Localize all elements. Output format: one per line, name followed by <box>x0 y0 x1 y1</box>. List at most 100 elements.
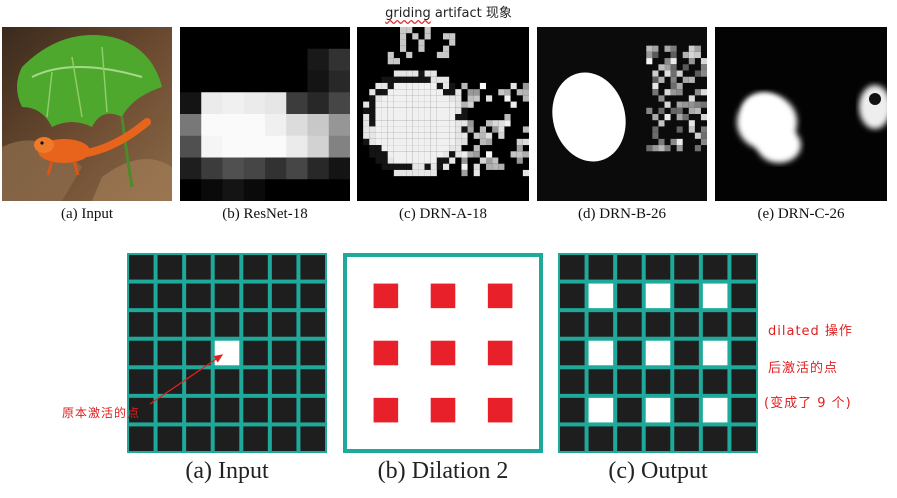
output-grid-cell <box>560 369 585 394</box>
activation-cell <box>363 126 370 133</box>
kernel-weight-cell <box>487 283 513 309</box>
activation-cell <box>443 138 450 146</box>
activation-cell <box>418 70 425 77</box>
activation-cell <box>467 101 474 108</box>
activation-cell <box>652 70 659 77</box>
input-grid-cell <box>271 426 297 451</box>
activation-cell <box>243 27 266 50</box>
activation-cell <box>424 95 431 102</box>
output-grid-panel <box>558 253 758 453</box>
activation-cell <box>430 120 437 127</box>
activation-cell <box>646 51 653 59</box>
activation-cell <box>400 132 407 139</box>
activation-cell <box>436 132 443 139</box>
activation-cell <box>652 126 659 133</box>
caption-drn-c-26: (e) DRN-C-26 <box>757 206 845 222</box>
activation-cell <box>363 114 370 121</box>
activation-cell <box>381 138 388 146</box>
activation-cell <box>510 82 517 90</box>
activation-cell <box>180 157 202 180</box>
activation-cell <box>222 114 245 137</box>
activation-cell <box>222 70 245 93</box>
figure-title: griding artifact 现象 <box>0 2 897 21</box>
activation-cell <box>652 145 659 152</box>
input-grid-cell <box>243 369 268 394</box>
activation-cell <box>455 120 462 127</box>
activation-cell <box>400 138 407 146</box>
activation-cell <box>443 157 450 164</box>
activation-cell <box>418 120 425 127</box>
activation-cell <box>694 51 701 59</box>
activation-cell <box>436 114 443 121</box>
activation-cell <box>375 107 382 114</box>
activation-cell <box>406 163 413 170</box>
activation-cell <box>307 135 330 158</box>
activation-cell <box>387 157 394 164</box>
activation-cell <box>700 64 707 71</box>
activation-cell <box>455 114 462 121</box>
activation-cell <box>461 132 468 139</box>
activation-cell <box>387 95 394 102</box>
activation-cell <box>265 92 287 115</box>
activation-cell <box>479 82 486 90</box>
activation-cell <box>400 27 407 34</box>
activation-cell <box>201 157 223 180</box>
activation-cell <box>682 51 689 59</box>
drn-a-18-activation-map <box>357 27 529 201</box>
input-grid-cell <box>214 426 240 451</box>
activation-cell <box>449 39 456 46</box>
output-grid-cell <box>588 255 614 280</box>
activation-cell <box>670 82 677 90</box>
input-grid-cell <box>129 369 154 394</box>
activation-cell <box>328 27 351 50</box>
kernel-weight-cell <box>430 283 456 309</box>
activation-cell <box>387 76 394 83</box>
activation-cell <box>443 95 450 102</box>
activation-cell <box>222 27 245 50</box>
activation-cell <box>393 114 400 121</box>
activation-cell <box>522 169 529 177</box>
activation-cell <box>700 126 707 133</box>
activation-cell <box>436 120 443 127</box>
activation-cell <box>449 120 456 127</box>
activation-cell <box>467 126 474 133</box>
activation-cell <box>243 135 266 158</box>
activation-cell <box>265 27 287 50</box>
input-grid-cell <box>243 283 268 309</box>
activation-cell <box>418 89 425 96</box>
activation-cell <box>443 33 450 40</box>
input-grid-cell <box>271 255 297 280</box>
activation-cell <box>449 89 456 96</box>
input-grid-cell <box>300 340 325 366</box>
activation-cell <box>424 145 431 152</box>
input-grid-cell <box>300 397 325 423</box>
activation-cell <box>412 145 419 152</box>
activation-cell <box>461 138 468 146</box>
input-grid-cell <box>214 369 240 394</box>
activation-cell <box>670 107 677 114</box>
input-grid-cell <box>214 397 240 423</box>
activation-cell <box>479 157 486 164</box>
kernel-weight-cell <box>373 283 399 309</box>
activation-cell <box>412 126 419 133</box>
activation-cell <box>676 114 683 121</box>
activation-cell <box>243 157 266 180</box>
output-grid <box>558 253 758 453</box>
activation-cell <box>658 107 665 114</box>
input-grid-cell <box>186 283 211 309</box>
activation-cell <box>443 126 450 133</box>
activation-cell <box>700 101 707 108</box>
activation-cell <box>436 126 443 133</box>
output-grid-cell <box>645 369 671 394</box>
activation-cell <box>406 114 413 121</box>
output-grid-cell <box>617 369 642 394</box>
activation-cell <box>381 163 388 170</box>
activation-cell <box>412 33 419 40</box>
activation-cell <box>393 126 400 133</box>
activation-cell <box>418 39 425 46</box>
activation-cell <box>243 48 266 71</box>
activation-cell <box>430 70 437 77</box>
activation-cell <box>664 70 671 77</box>
activation-cell <box>658 64 665 71</box>
activation-cell <box>658 76 665 83</box>
